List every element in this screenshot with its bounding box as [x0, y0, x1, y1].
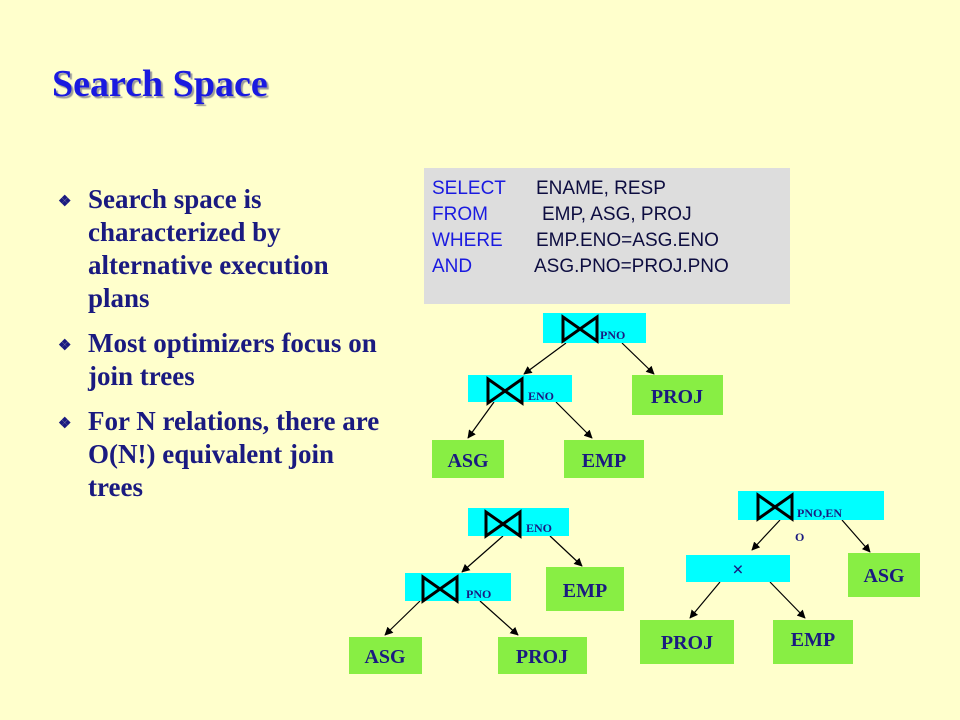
tree-edge — [621, 342, 655, 375]
tree-edge — [467, 401, 495, 439]
relation-node — [773, 620, 853, 664]
relation-node — [640, 620, 734, 664]
join-condition-label: ENO — [528, 389, 554, 403]
relation-label: EMP — [582, 450, 626, 472]
diamond-bullet-icon: ❖ — [58, 194, 72, 210]
relation-label: ASG — [447, 450, 489, 472]
relation-node — [349, 637, 422, 674]
relation-label: EMP — [791, 629, 835, 651]
relation-node — [498, 637, 587, 674]
join-tree-3: PNO,EN O × ASG PROJ EMP — [640, 491, 920, 664]
relation-node — [848, 553, 920, 597]
join-tree-1: PNO ENO PROJ ASG EMP — [432, 313, 723, 478]
tree-edge — [555, 401, 593, 439]
join-condition-label: O — [795, 530, 804, 544]
cross-product-icon: × — [732, 559, 743, 581]
tree-edge — [841, 519, 871, 553]
relation-label: ASG — [364, 646, 406, 668]
diamond-bullet-icon: ❖ — [58, 416, 72, 432]
join-tree-2: ENO PNO EMP ASG PROJ — [349, 508, 624, 674]
relation-node — [564, 440, 644, 478]
tree-edge — [689, 581, 721, 619]
tree-edge — [384, 600, 421, 636]
relation-label: PROJ — [661, 632, 713, 654]
join-condition-label: PNO — [466, 587, 491, 601]
relation-label: PROJ — [651, 386, 703, 408]
relation-label: ASG — [863, 565, 905, 587]
tree-edge — [751, 519, 781, 551]
bullet-list: ❖Search space is characterized by altern… — [58, 183, 388, 516]
tree-edge — [461, 535, 504, 573]
join-condition-label: PNO — [600, 328, 625, 342]
bullet-item: ❖For N relations, there are O(N!) equiva… — [58, 406, 380, 502]
relation-node — [632, 375, 723, 415]
tree-edge — [769, 581, 806, 619]
bullet-item: ❖Search space is characterized by altern… — [58, 184, 329, 313]
tree-edge — [549, 535, 583, 567]
bullet-item: ❖Most optimizers focus on join trees — [58, 328, 377, 391]
join-condition-label: PNO,EN — [797, 506, 842, 520]
tree-edge — [479, 600, 519, 636]
join-condition-label: ENO — [526, 521, 552, 535]
relation-node — [546, 567, 624, 611]
relation-label: PROJ — [516, 646, 568, 668]
diamond-bullet-icon: ❖ — [58, 338, 72, 354]
page-title: Search Space — [52, 63, 268, 105]
relation-node — [432, 440, 504, 478]
relation-label: EMP — [563, 580, 607, 602]
cross-product-node — [686, 555, 790, 582]
tree-edge — [523, 342, 567, 375]
